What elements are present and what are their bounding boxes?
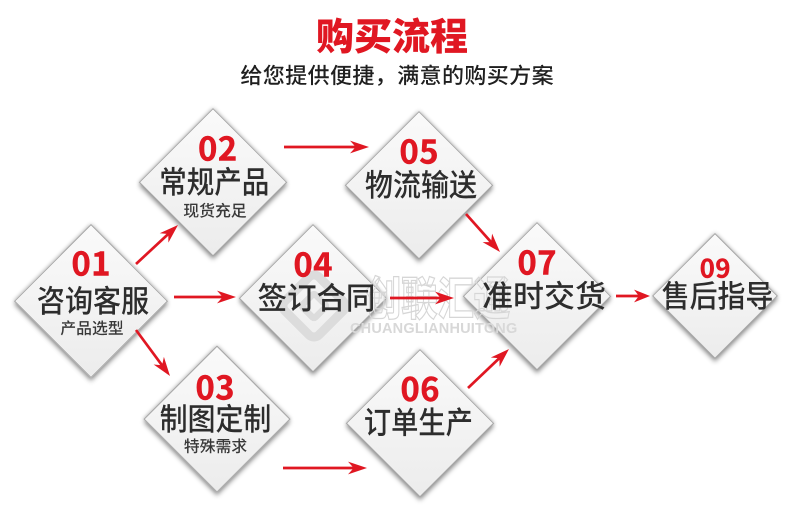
svg-text:CHUANGLIANHUITONG: CHUANGLIANHUITONG [350, 321, 517, 337]
